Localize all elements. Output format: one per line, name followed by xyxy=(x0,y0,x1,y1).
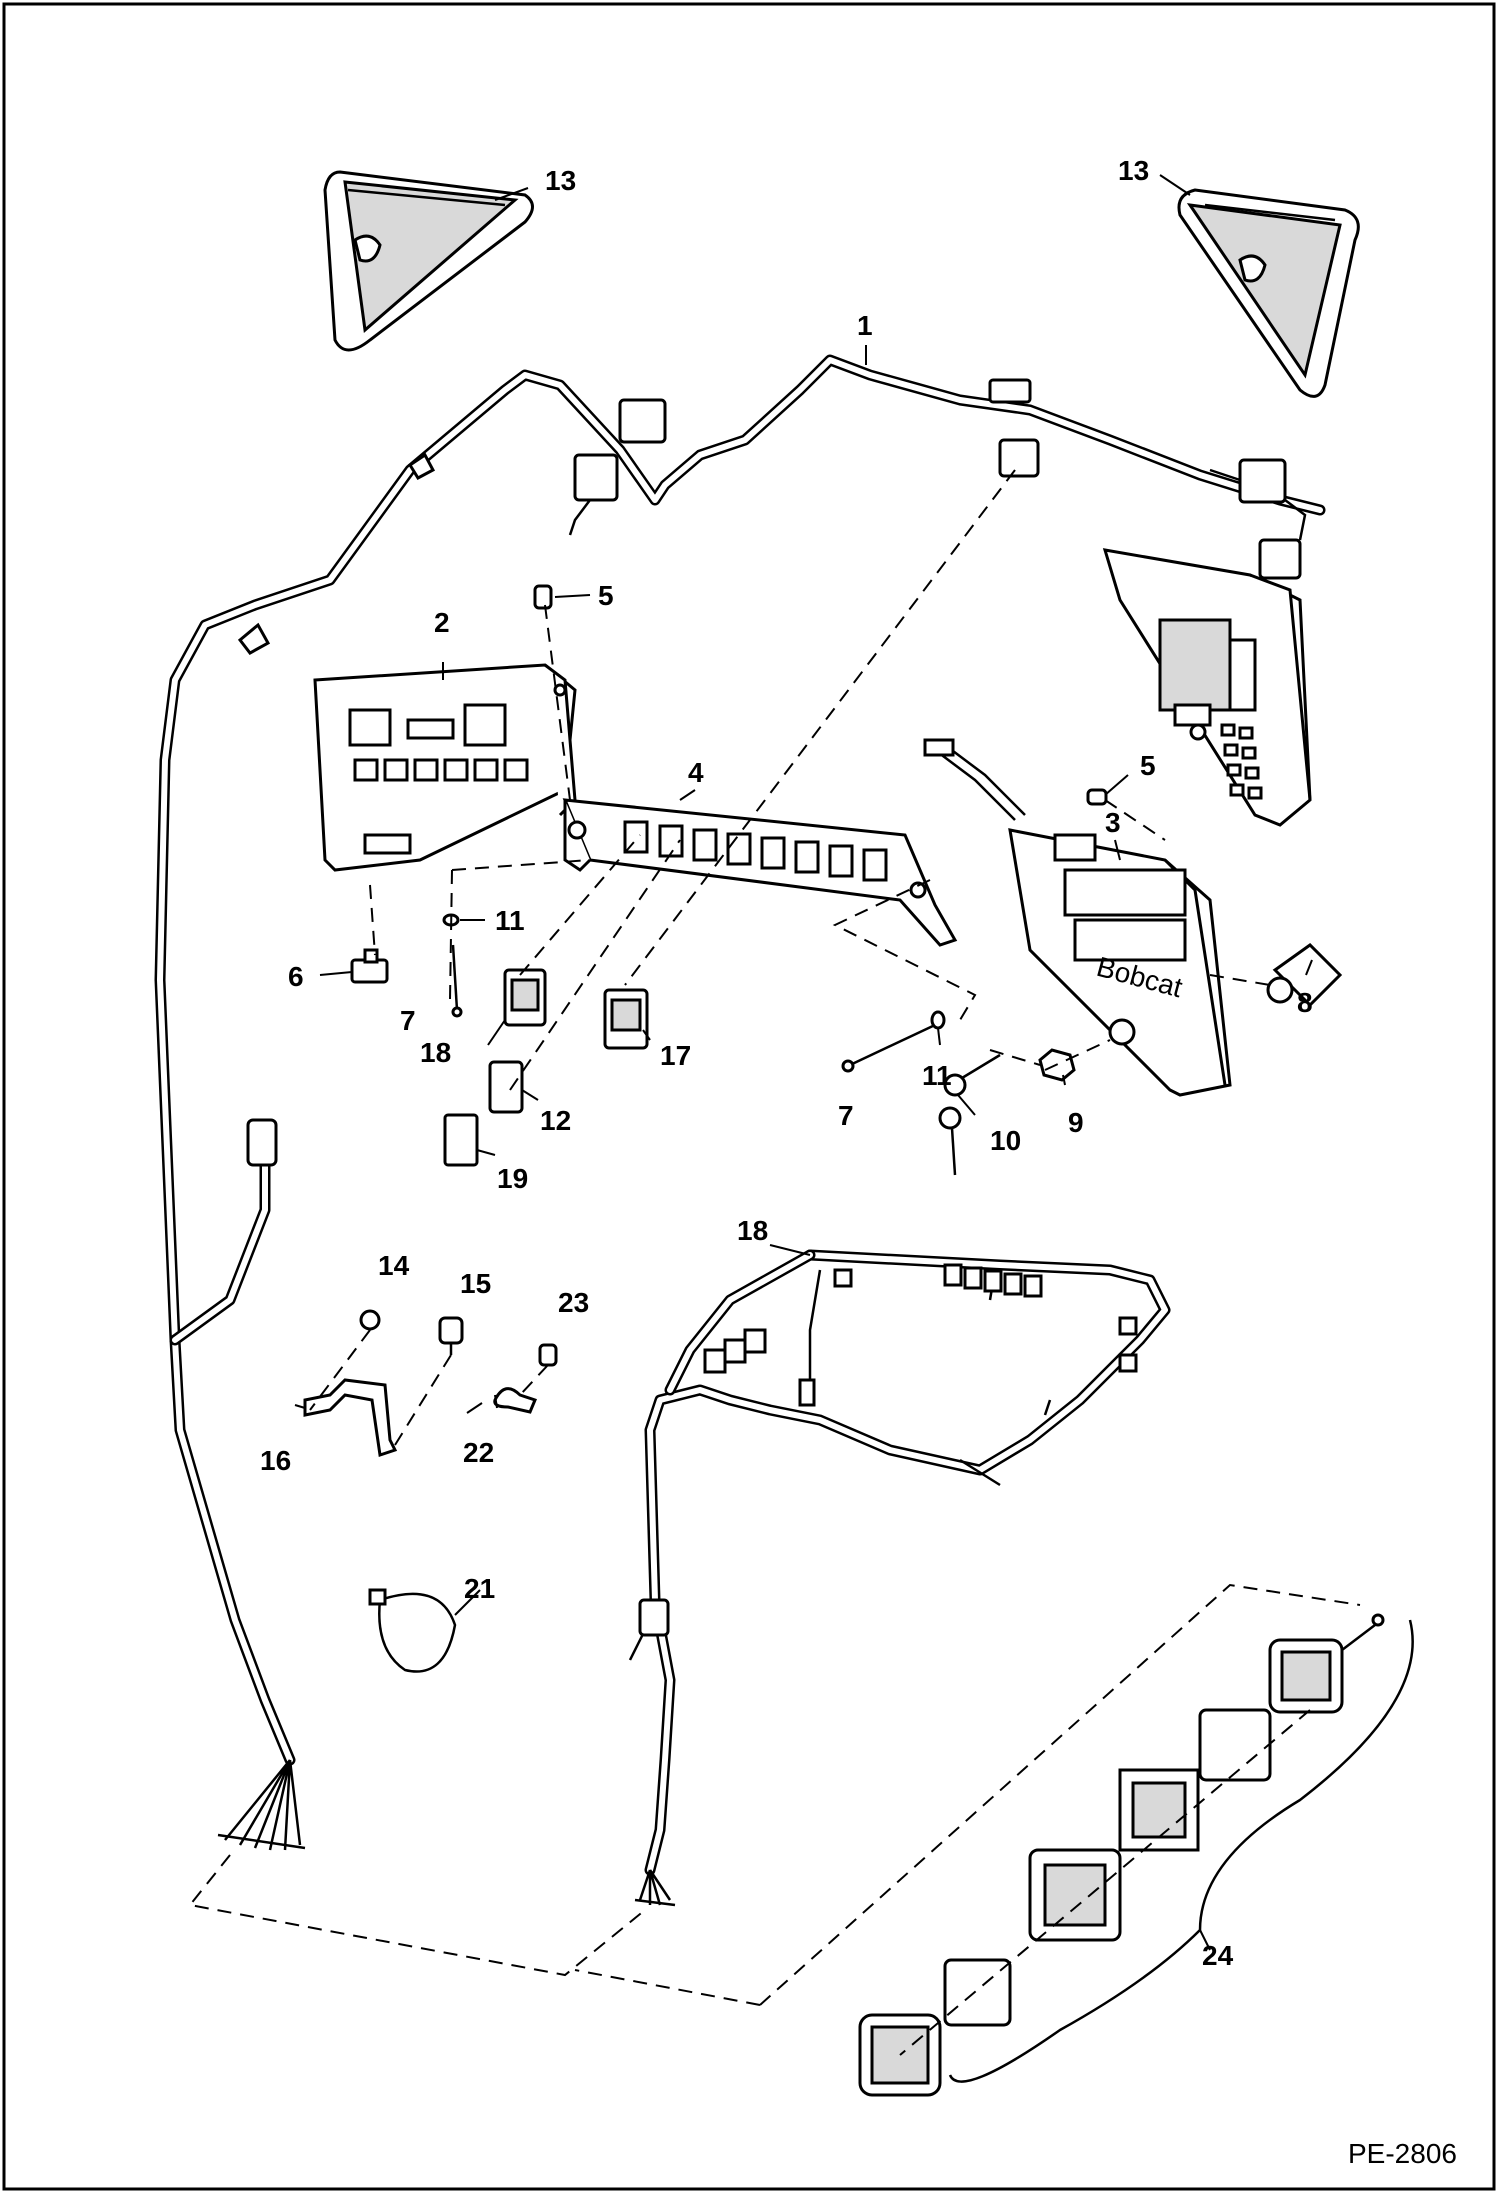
callout-8: 8 xyxy=(1297,987,1313,1018)
callout-6: 6 xyxy=(288,961,304,992)
part-7-bolt-right xyxy=(841,1023,936,1073)
drawing-number: PE-2806 xyxy=(1348,2138,1457,2169)
callout-14: 14 xyxy=(378,1250,410,1281)
part-17-rocker-switch xyxy=(603,988,649,1050)
part-16-bracket xyxy=(303,1378,398,1457)
part-11-washer-right xyxy=(930,1010,946,1030)
part-14-screw xyxy=(359,1309,381,1331)
callout-22: 22 xyxy=(463,1437,494,1468)
callout-20: 19 xyxy=(497,1163,528,1194)
display-panel xyxy=(1102,548,1312,827)
part-3-key-switch-panel: Bobcat xyxy=(923,738,1232,1097)
leader-lines xyxy=(294,174,1313,1951)
callout-1: 1 xyxy=(857,310,873,341)
callout-11-left: 11 xyxy=(495,905,525,936)
callout-24: 24 xyxy=(1202,1940,1234,1971)
part-12-lens xyxy=(488,1060,524,1114)
callout-21: 21 xyxy=(464,1573,495,1604)
part-19-canopy-harness xyxy=(628,1249,1171,1907)
part-6-knob xyxy=(350,948,389,984)
part-4-switch-bezel-strip xyxy=(562,798,958,947)
part-18-rocker-switch xyxy=(503,968,547,1027)
callout-3: 3 xyxy=(1105,807,1121,838)
callout-4: 4 xyxy=(688,757,704,788)
callout-12: 12 xyxy=(540,1105,571,1136)
callout-7-left: 7 xyxy=(400,1005,416,1036)
part-7-pin-left xyxy=(451,944,463,1018)
part-22-clamp xyxy=(493,1387,538,1414)
callout-numbers: 13 13 1 2 5 4 5 3 6 11 7 18 17 8 11 7 9 … xyxy=(260,155,1313,1971)
callout-19: 18 xyxy=(737,1215,768,1246)
part-20-lens-cover xyxy=(443,1113,479,1167)
callout-13-right: 13 xyxy=(1118,155,1149,186)
callout-7-right: 7 xyxy=(838,1100,854,1131)
callout-10: 10 xyxy=(990,1125,1021,1156)
callout-2: 2 xyxy=(434,607,450,638)
callout-17: 17 xyxy=(660,1040,691,1071)
callout-5-upper: 5 xyxy=(598,580,614,611)
part-5-right-screw xyxy=(1086,788,1108,806)
part-24-connector-kit xyxy=(858,1613,1414,2097)
part-15-grommet-screw xyxy=(438,1316,464,1355)
callout-11-right: 11 xyxy=(922,1060,952,1091)
part-10-keys xyxy=(938,1053,1001,1176)
part-13-left-dome-light xyxy=(323,170,534,352)
part-13-right-dome-light xyxy=(1177,188,1360,398)
part-23-screw xyxy=(538,1343,558,1367)
callout-18: 18 xyxy=(420,1037,451,1068)
callout-15: 15 xyxy=(460,1268,491,1299)
callout-23: 23 xyxy=(558,1287,589,1318)
callout-5-right: 5 xyxy=(1140,750,1156,781)
part-21-cable-tie xyxy=(368,1588,457,1673)
callout-13-left: 13 xyxy=(545,165,576,196)
part-2-left-switch-panel xyxy=(313,663,577,872)
dashed-guide-lines xyxy=(188,469,1361,2056)
callout-16: 16 xyxy=(260,1445,291,1476)
part-5-upper-screw xyxy=(533,584,553,610)
part-1-wire-harness xyxy=(154,354,1326,1851)
callout-9: 9 xyxy=(1068,1107,1084,1138)
part-8-knob xyxy=(1266,943,1343,1008)
